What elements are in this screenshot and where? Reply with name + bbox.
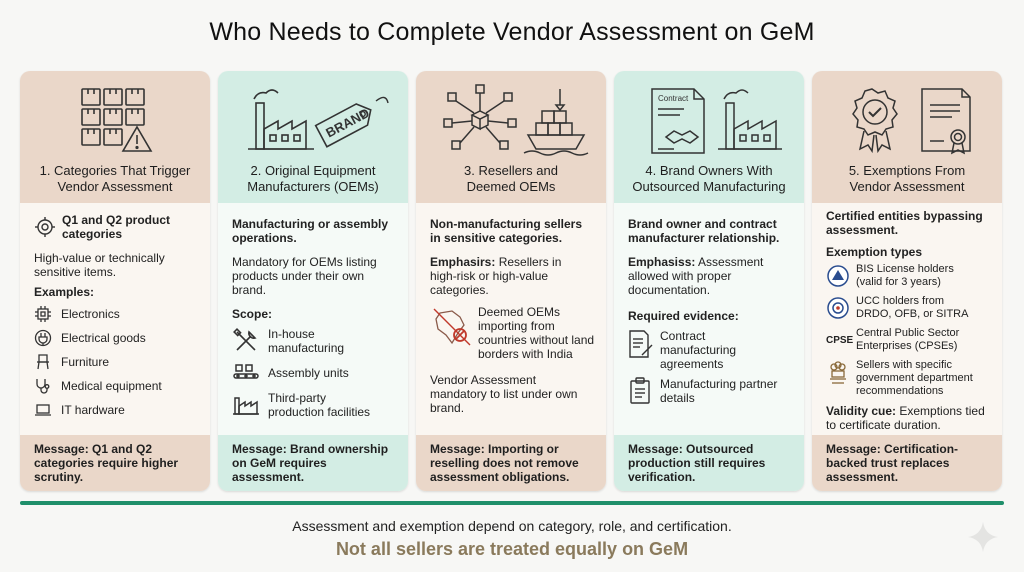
description: Mandatory for OEMs listing products unde… — [232, 255, 377, 297]
card-body: Certified entities bypassing assessment.… — [812, 203, 1002, 435]
list-item: Electronics — [34, 305, 200, 323]
clipboard-list-icon — [630, 377, 650, 404]
card-title: 5. Exemptions From Vendor Assessment — [848, 163, 966, 194]
intro: Brand owner and contract manufacturer re… — [628, 217, 780, 245]
bis-logo-icon — [827, 265, 849, 287]
vendor-note: Vendor Assessment mandatory to list unde… — [430, 373, 578, 415]
card-header: BRAND 2. Original Equipment Manufacturer… — [218, 71, 408, 203]
contract-tag-label: Contract — [658, 94, 689, 103]
list-item: Contract manufacturing agreements — [628, 329, 794, 371]
divider-line — [20, 501, 1004, 505]
card-body: Non-manufacturing sellers in sensitive c… — [416, 203, 606, 435]
footer-summary: Assessment and exemption depend on categ… — [292, 518, 732, 534]
plug-icon — [34, 329, 52, 347]
card-header: Contract 4. Brand Owners With Outsourced… — [614, 71, 804, 203]
scope-label: Scope: — [232, 307, 273, 321]
list-item: IT hardware — [34, 401, 200, 419]
examples-label: Examples: — [34, 285, 95, 299]
contract-handshake-factory-icon: Contract — [651, 88, 782, 154]
card-header: 3. Resellers and Deemed OEMs — [416, 71, 606, 203]
assembly-line-icon — [233, 364, 259, 379]
boxes-warning-icon — [81, 88, 153, 152]
tools-icon — [233, 328, 257, 351]
factory-brand-tag-icon: BRAND — [248, 89, 389, 150]
card-message: Message: Importing or reselling does not… — [416, 435, 606, 491]
footer-tagline: Not all sellers are treated equally on G… — [335, 539, 689, 559]
network-ship-icon — [443, 84, 589, 156]
card-body: Manufacturing or assembly operations. Ma… — [218, 203, 408, 435]
cpse-badge: CPSE — [826, 334, 854, 346]
card-header: 5. Exemptions From Vendor Assessment — [812, 71, 1002, 203]
deemed-oems: Deemed OEMs importing from countries wit… — [430, 305, 596, 361]
card-message: Message: Certification- backed trust rep… — [812, 435, 1002, 491]
drdo-emblem-icon — [827, 297, 849, 319]
gear-chip-icon — [35, 217, 55, 237]
card-brand-owners: Contract 4. Brand Owners With Outsourced… — [614, 71, 804, 491]
emphasis: Emphasirs: Resellers in high-risk or hig… — [430, 255, 562, 297]
card-body: Brand owner and contract manufacturer re… — [614, 203, 804, 435]
chair-icon — [37, 354, 49, 370]
card-message: Message: Q1 and Q2 categories require hi… — [20, 435, 210, 491]
document-pen-icon — [629, 330, 653, 358]
intro: Non-manufacturing sellers in sensitive c… — [430, 217, 583, 245]
list-item: Sellers with specific government departm… — [826, 359, 992, 398]
chip-icon — [35, 306, 51, 322]
card-title: 1. Categories That Trigger Vendor Assess… — [39, 163, 191, 194]
description: High-value or technically sensitive item… — [34, 251, 165, 279]
intro: Manufacturing or assembly operations. — [232, 217, 389, 245]
card-resellers: 3. Resellers and Deemed OEMs Non-manufac… — [416, 71, 606, 491]
sparkle-icon — [968, 522, 998, 552]
list-item: Manufacturing partner details — [628, 377, 794, 405]
laptop-icon — [35, 404, 51, 416]
badge-certificate-icon — [852, 88, 971, 155]
intro: Certified entities bypassing assessment. — [826, 209, 983, 237]
list-item: Assembly units — [232, 361, 398, 385]
card-message: Message: Outsourced production still req… — [614, 435, 804, 491]
types-label: Exemption types — [826, 245, 923, 259]
list-item: Electrical goods — [34, 329, 200, 347]
page-title: Who Needs to Complete Vendor Assessment … — [209, 18, 815, 46]
list-item: Furniture — [34, 353, 200, 371]
national-emblem-icon — [830, 361, 846, 384]
list-item: BIS License holders(valid for 3 years) — [826, 263, 992, 289]
list-item: Medical equipment — [34, 377, 200, 395]
card-header: 1. Categories That Trigger Vendor Assess… — [20, 71, 210, 203]
card-exemptions: 5. Exemptions From Vendor Assessment Cer… — [812, 71, 1002, 491]
emphasis: Emphasiss: Assessment allowed with prope… — [628, 255, 764, 297]
evidence-label: Required evidence: — [628, 309, 739, 323]
card-title: 3. Resellers and Deemed OEMs — [464, 163, 558, 194]
map-no-entry-icon — [433, 308, 471, 346]
stethoscope-icon — [36, 379, 50, 394]
card-title: 4. Brand Owners With Outsourced Manufact… — [632, 163, 786, 194]
card-oems: BRAND 2. Original Equipment Manufacturer… — [218, 71, 408, 491]
card-title: 2. Original Equipment Manufacturers (OEM… — [247, 163, 379, 194]
small-factory-icon — [233, 397, 259, 415]
validity: Validity cue: Exemptions tied to certifi… — [826, 404, 985, 432]
card-categories: 1. Categories That Trigger Vendor Assess… — [20, 71, 210, 491]
card-message: Message: Brand ownership on GeM requires… — [218, 435, 408, 491]
